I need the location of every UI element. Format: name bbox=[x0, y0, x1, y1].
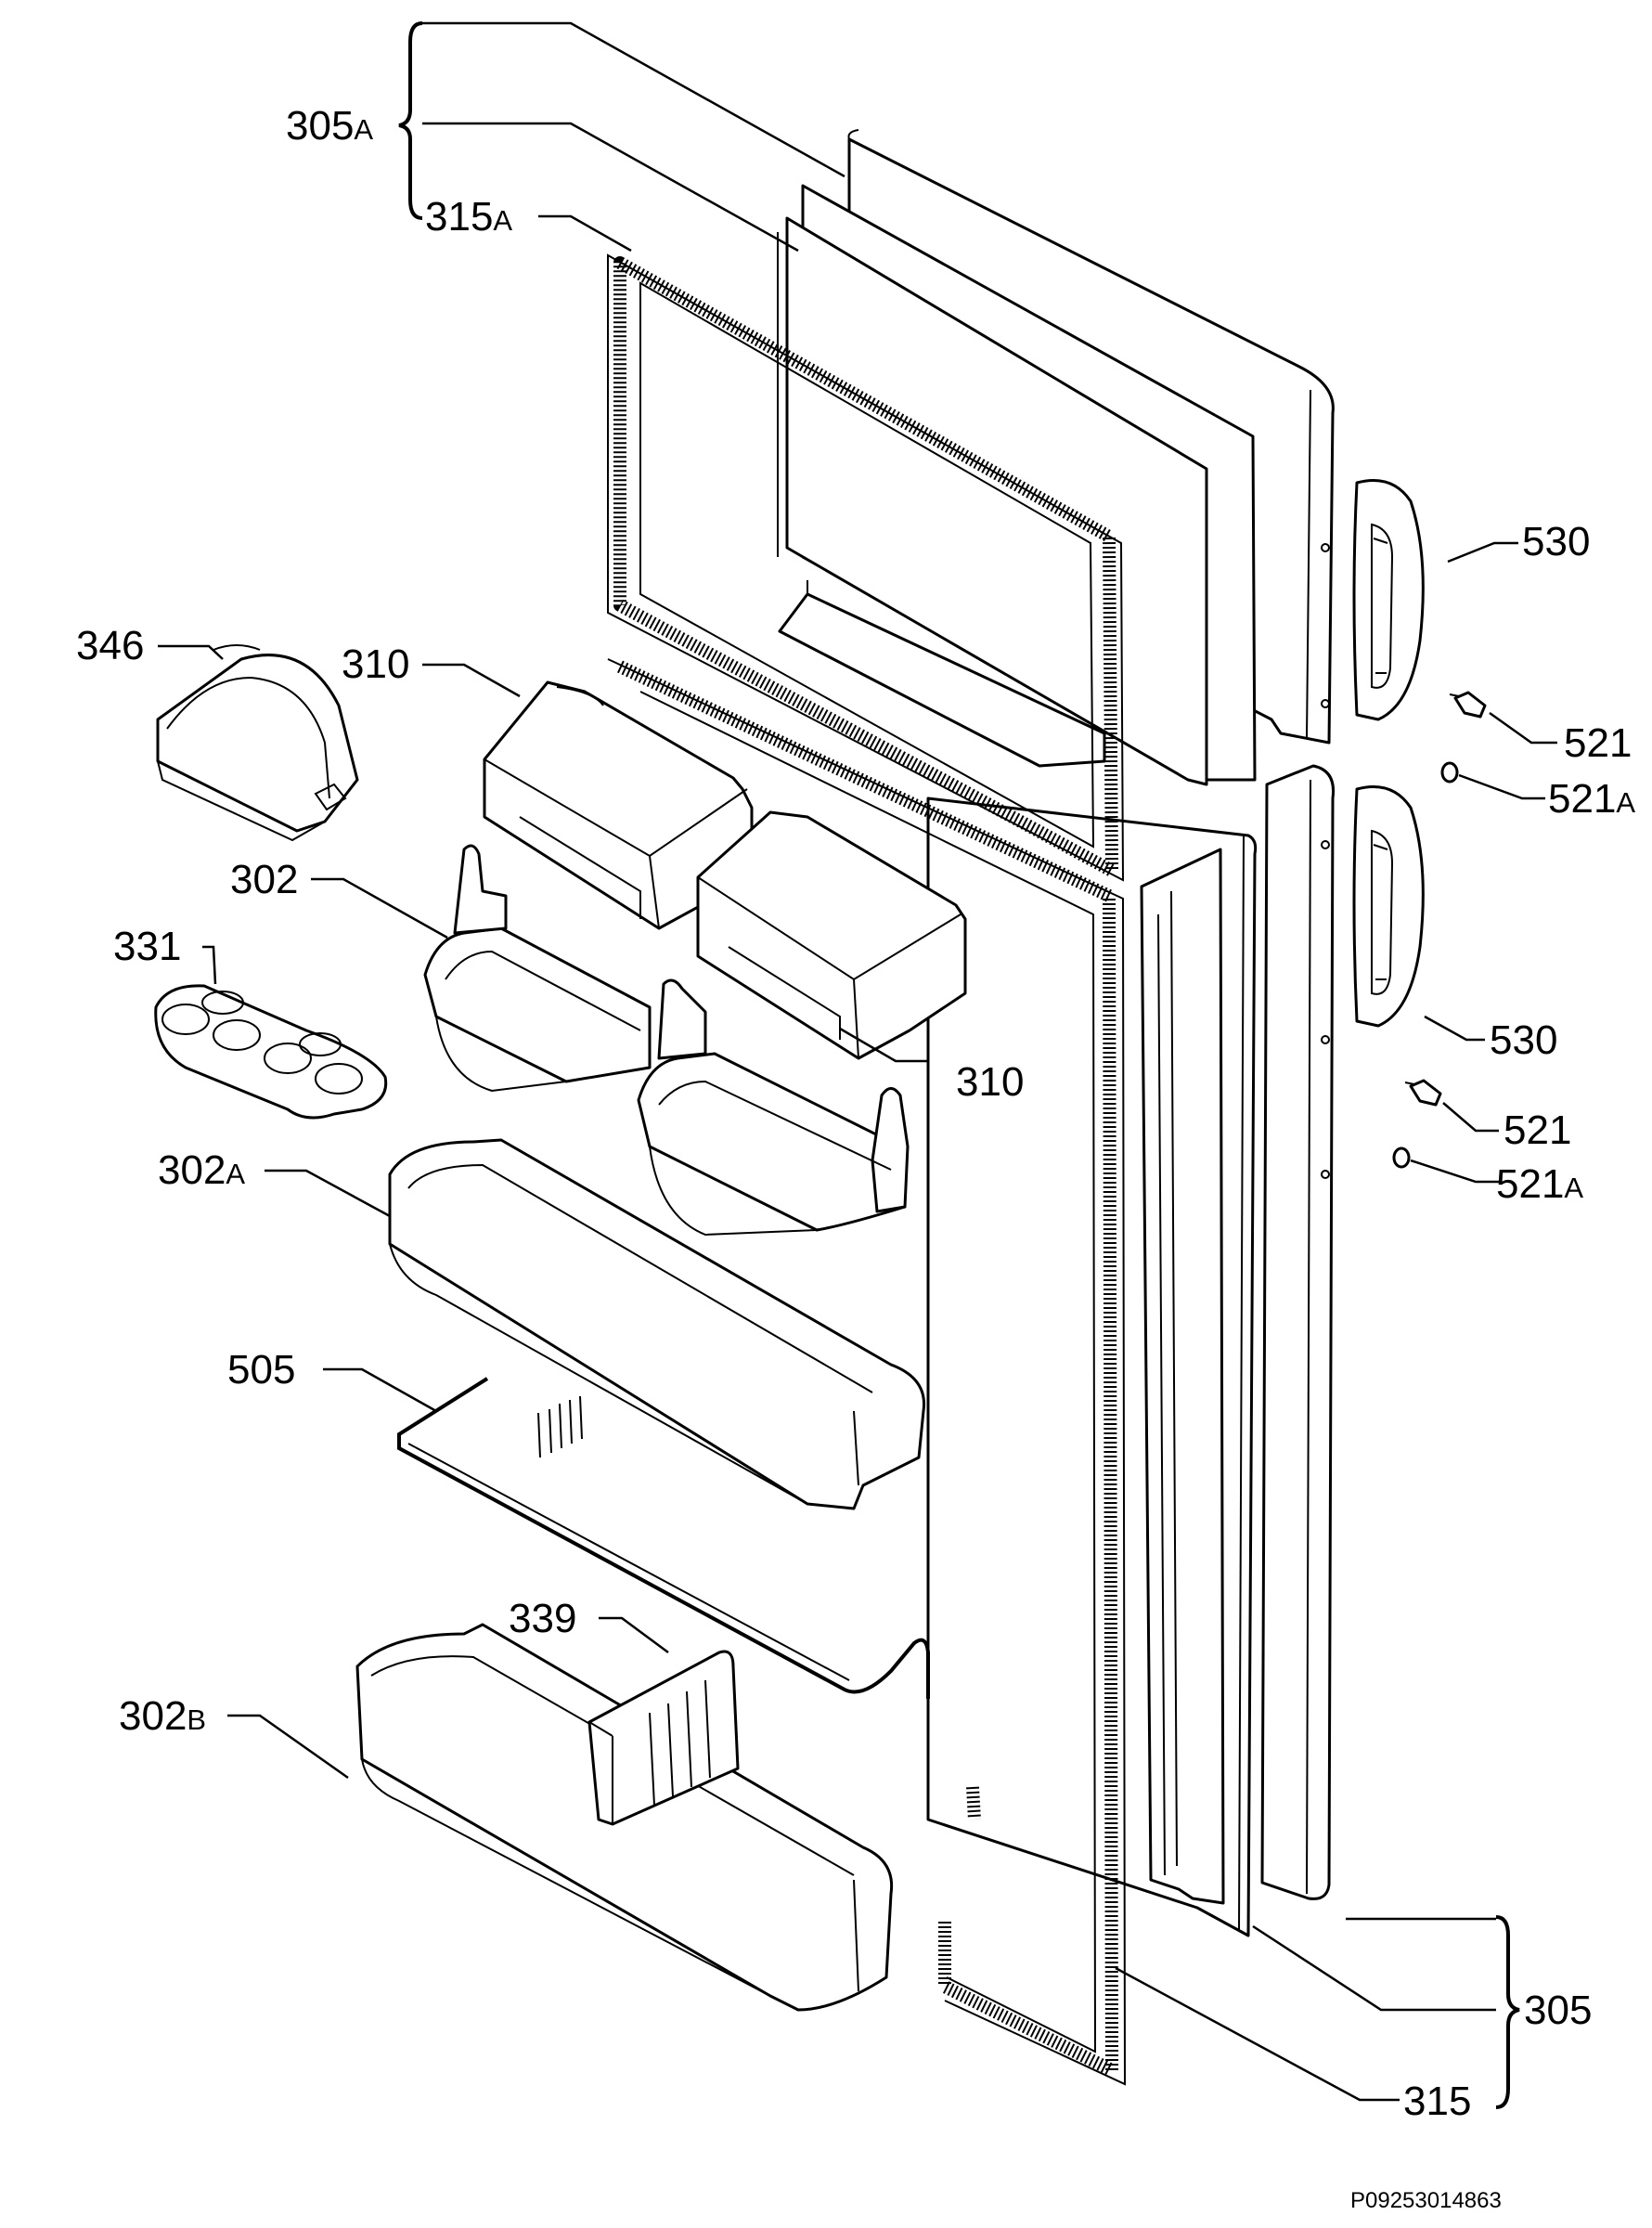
label-530-lower: 530 bbox=[1490, 1017, 1557, 1063]
fridge-door-inner-liner bbox=[926, 797, 1258, 1937]
egg-tray bbox=[154, 984, 388, 1120]
leader-lines bbox=[158, 21, 1557, 2102]
fridge-door-gasket bbox=[607, 658, 1127, 2086]
label-339: 339 bbox=[509, 1596, 576, 1641]
label-315: 315 bbox=[1403, 2079, 1471, 2124]
part-labels: 305A 315A 346 310 302 331 310 302A 505 3… bbox=[76, 103, 1635, 2124]
butter-compartment bbox=[156, 644, 359, 842]
label-310-upper: 310 bbox=[342, 641, 409, 687]
small-door-shelf-left bbox=[423, 844, 652, 1093]
upper-door-handle bbox=[1352, 479, 1425, 721]
lower-washer bbox=[1392, 1146, 1411, 1169]
upper-washer bbox=[1440, 761, 1459, 784]
label-521A-upper: 521A bbox=[1548, 776, 1635, 822]
lower-screw bbox=[1404, 1079, 1442, 1107]
label-521A-lower: 521A bbox=[1496, 1161, 1583, 1207]
label-505: 505 bbox=[227, 1347, 295, 1392]
label-315A: 315A bbox=[425, 194, 512, 240]
covered-door-shelf-right bbox=[696, 810, 967, 1060]
label-302: 302 bbox=[230, 857, 298, 902]
label-305A: 305A bbox=[286, 103, 373, 149]
label-521-upper: 521 bbox=[1564, 720, 1632, 766]
drawing-code: P09253014863 bbox=[1350, 2188, 1502, 2213]
freezer-door-inner-liner bbox=[777, 184, 1257, 786]
bottle-retaining-bar bbox=[397, 1377, 930, 1699]
brace-305A bbox=[398, 21, 423, 220]
label-302A: 302A bbox=[158, 1147, 245, 1193]
label-310-lower: 310 bbox=[956, 1059, 1024, 1105]
label-530-upper: 530 bbox=[1522, 519, 1590, 564]
bottle-shelf-divider bbox=[587, 1650, 740, 1826]
small-door-shelf-right bbox=[637, 978, 910, 1237]
brace-305 bbox=[1495, 1915, 1520, 2109]
label-302B: 302B bbox=[119, 1693, 206, 1739]
upper-screw bbox=[1449, 691, 1487, 719]
lower-door-handle bbox=[1352, 785, 1425, 1028]
label-331: 331 bbox=[113, 924, 181, 969]
label-521-lower: 521 bbox=[1504, 1108, 1571, 1153]
freezer-door-gasket bbox=[607, 253, 1125, 882]
large-door-shelf-middle bbox=[388, 1138, 926, 1510]
covered-door-shelf-left bbox=[483, 680, 754, 930]
fridge-door-outer-panel bbox=[1260, 764, 1336, 1900]
label-346: 346 bbox=[76, 623, 144, 668]
label-305: 305 bbox=[1524, 1988, 1592, 2033]
